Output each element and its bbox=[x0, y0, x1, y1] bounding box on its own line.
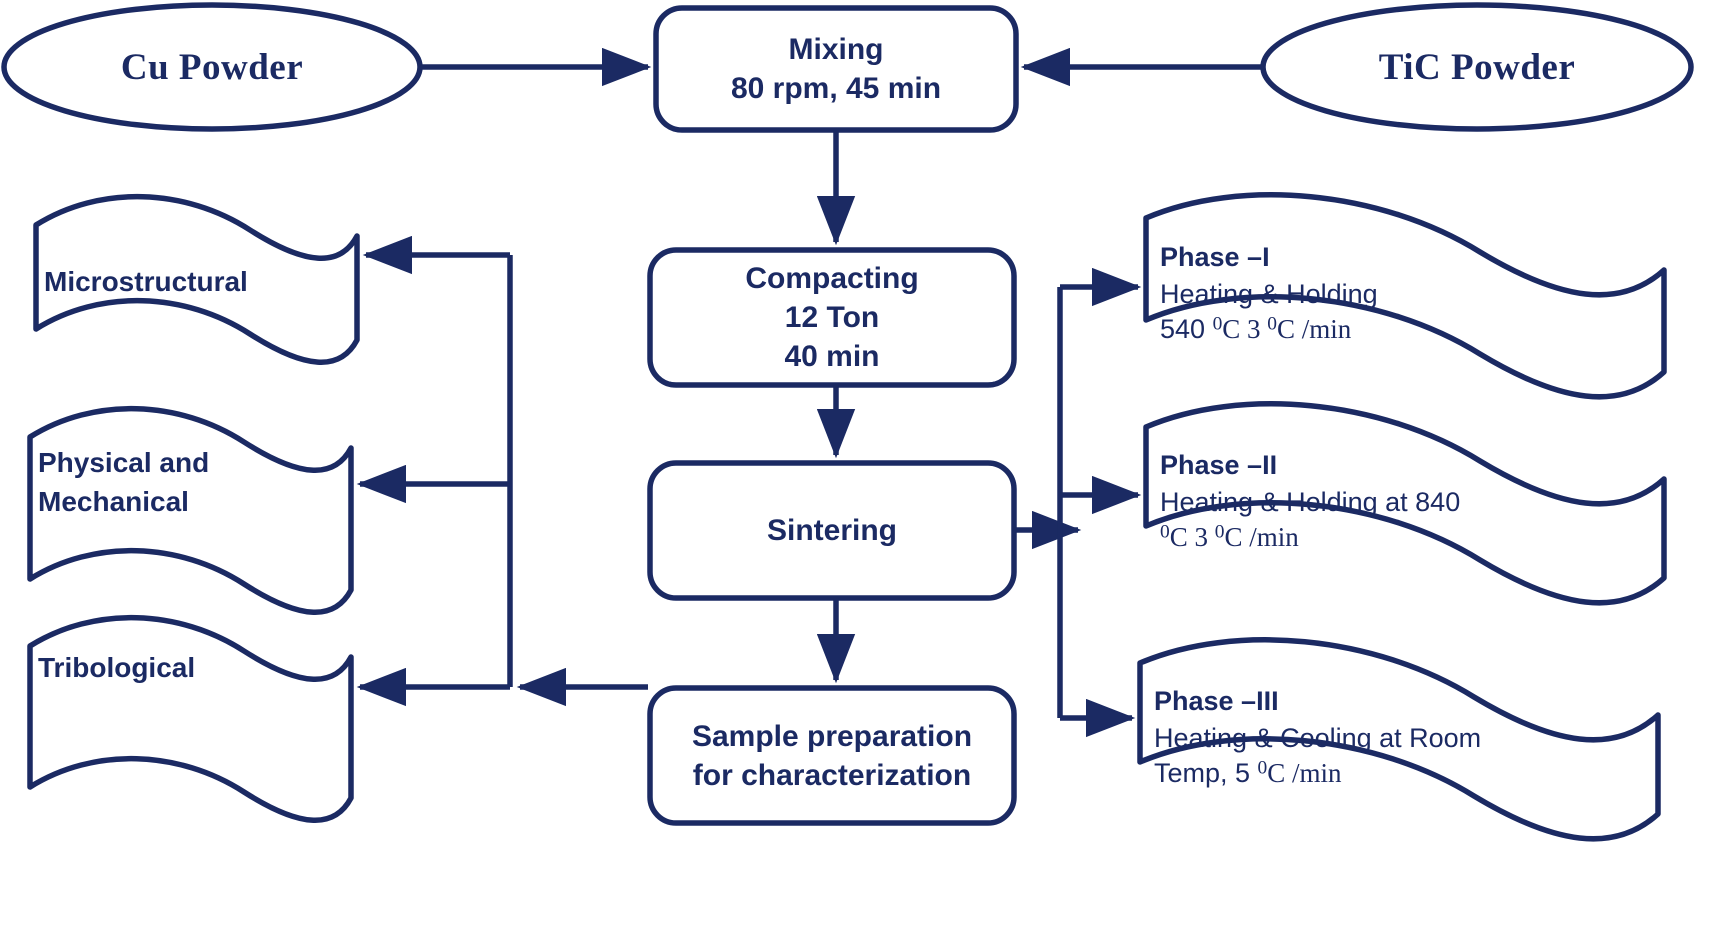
phase-1-banner bbox=[1143, 192, 1667, 400]
microstructural-banner bbox=[33, 194, 360, 365]
phase-2-banner bbox=[1143, 401, 1667, 606]
tribological-banner bbox=[27, 615, 354, 823]
compacting-box bbox=[647, 247, 1017, 388]
tic-powder-ellipse bbox=[1260, 2, 1694, 132]
physical-mechanical-banner bbox=[27, 406, 354, 615]
phase-3-banner bbox=[1137, 637, 1661, 842]
mixing-box bbox=[653, 5, 1019, 133]
sample-prep-box bbox=[647, 685, 1017, 826]
sintering-box bbox=[647, 460, 1017, 601]
cu-powder-ellipse bbox=[1, 2, 423, 132]
